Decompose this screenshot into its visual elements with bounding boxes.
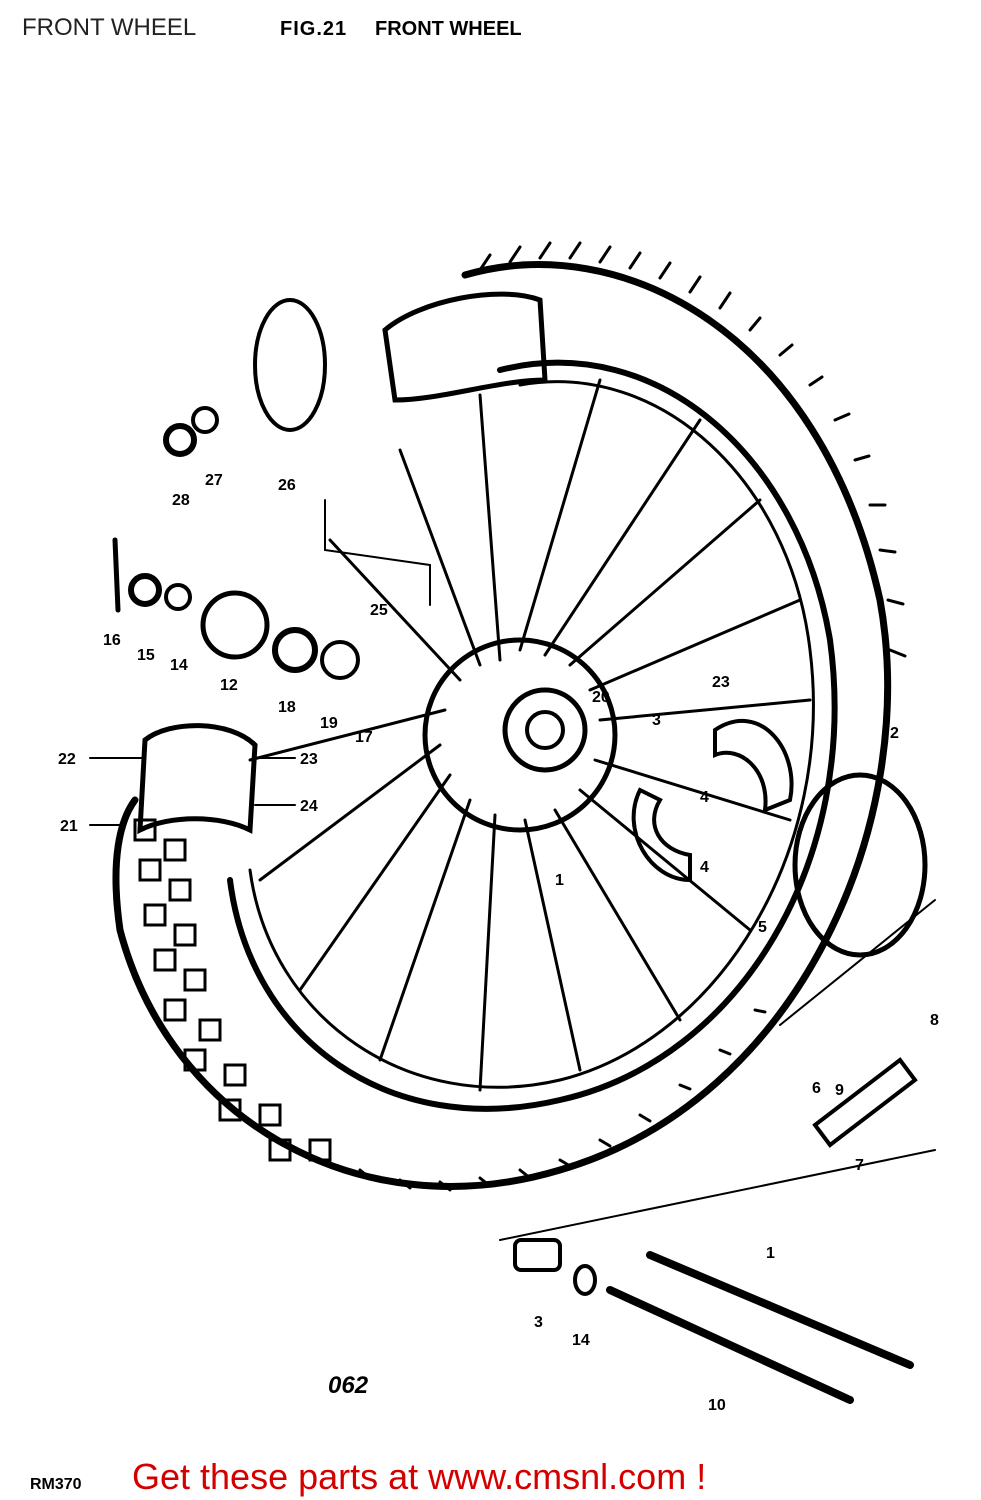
label-23b: 23 [712, 674, 730, 691]
label-5: 5 [758, 919, 767, 936]
label-9: 9 [835, 1082, 844, 1099]
label-21: 21 [60, 818, 78, 835]
leader-lines [89, 499, 936, 1241]
rim-outer [227, 359, 838, 1112]
label-2: 2 [890, 725, 899, 742]
label-3b: 3 [534, 1314, 543, 1331]
label-12: 12 [220, 677, 238, 694]
figure-title: FRONT WHEEL [375, 18, 522, 40]
label-19: 19 [320, 715, 338, 732]
label-1: 1 [555, 872, 564, 889]
ring-27 [191, 406, 219, 434]
label-20: 20 [592, 689, 610, 706]
figure-number: FIG.21 [280, 18, 348, 40]
washer-15 [128, 573, 162, 607]
label-17: 17 [355, 729, 373, 746]
label-3: 3 [652, 712, 661, 729]
brake-shoe-lower [631, 787, 692, 883]
label-7: 7 [855, 1157, 864, 1174]
front-axle [606, 1286, 854, 1404]
diagram-code: RM370 [30, 1476, 82, 1493]
collar [320, 640, 360, 680]
label-28: 28 [172, 492, 190, 509]
label-10: 10 [708, 1397, 726, 1414]
bearing [272, 627, 318, 673]
label-15: 15 [137, 647, 155, 664]
washer-14 [164, 583, 192, 611]
label-14b: 14 [572, 1332, 590, 1349]
hub-barrel [502, 687, 588, 773]
label-4b: 4 [700, 859, 709, 876]
spacer [513, 1238, 562, 1272]
label-18: 18 [278, 699, 296, 716]
footer-link[interactable]: Get these parts at www.cmsnl.com ! [132, 1456, 707, 1497]
label-27: 27 [205, 472, 223, 489]
label-23a: 23 [300, 751, 318, 768]
hub-flange [422, 637, 618, 833]
label-4a: 4 [700, 789, 709, 806]
tire-tread [133, 241, 907, 1192]
label-26: 26 [278, 477, 296, 494]
label-1b: 1 [766, 1245, 775, 1262]
label-25: 25 [370, 602, 388, 619]
label-22: 22 [58, 751, 76, 768]
header-title: FRONT WHEEL [22, 14, 197, 41]
ring-28 [163, 423, 197, 457]
washer [573, 1264, 597, 1296]
label-24: 24 [300, 798, 318, 815]
speedo-gearbox [253, 298, 327, 432]
hub-center [525, 710, 565, 750]
rim-inner [248, 380, 815, 1089]
tire [112, 261, 891, 1190]
brake-shoe-upper [713, 718, 794, 814]
axle-upper [646, 1251, 914, 1369]
cotter-pin [112, 537, 121, 613]
label-14a: 14 [170, 657, 188, 674]
page-number: 062 [328, 1372, 369, 1399]
label-6: 6 [812, 1080, 821, 1097]
torque-link [812, 1057, 918, 1148]
spokes [248, 378, 812, 1092]
oil-seal [200, 590, 270, 660]
label-8: 8 [930, 1012, 939, 1029]
inner-tube-bottom [137, 723, 258, 835]
brake-panel [792, 772, 928, 958]
label-16: 16 [103, 632, 121, 649]
inner-tube-top [382, 291, 548, 403]
